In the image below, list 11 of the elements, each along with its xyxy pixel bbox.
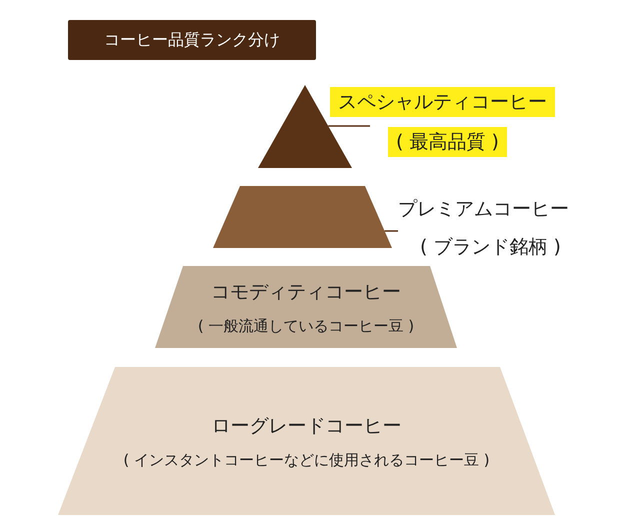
highlighted-label: ( 最高品質 ) (388, 127, 507, 157)
tier-title: プレミアムコーヒー (398, 197, 569, 222)
tier-description: ( ブランド銘柄 ) (420, 235, 561, 260)
title-banner: コーヒー品質ランク分け (68, 20, 316, 60)
leader-line (328, 125, 370, 127)
tier-title: ローグレードコーヒー (212, 414, 402, 438)
tier-title: コモディティコーヒー (211, 280, 401, 304)
tier-description: ( 一般流通しているコーヒー豆 ) (198, 316, 414, 336)
highlighted-label: スペシャルティコーヒー (330, 87, 555, 117)
leader-line (384, 230, 398, 232)
tier-description: ( インスタントコーヒーなどに使用されるコーヒー豆 ) (123, 450, 490, 470)
